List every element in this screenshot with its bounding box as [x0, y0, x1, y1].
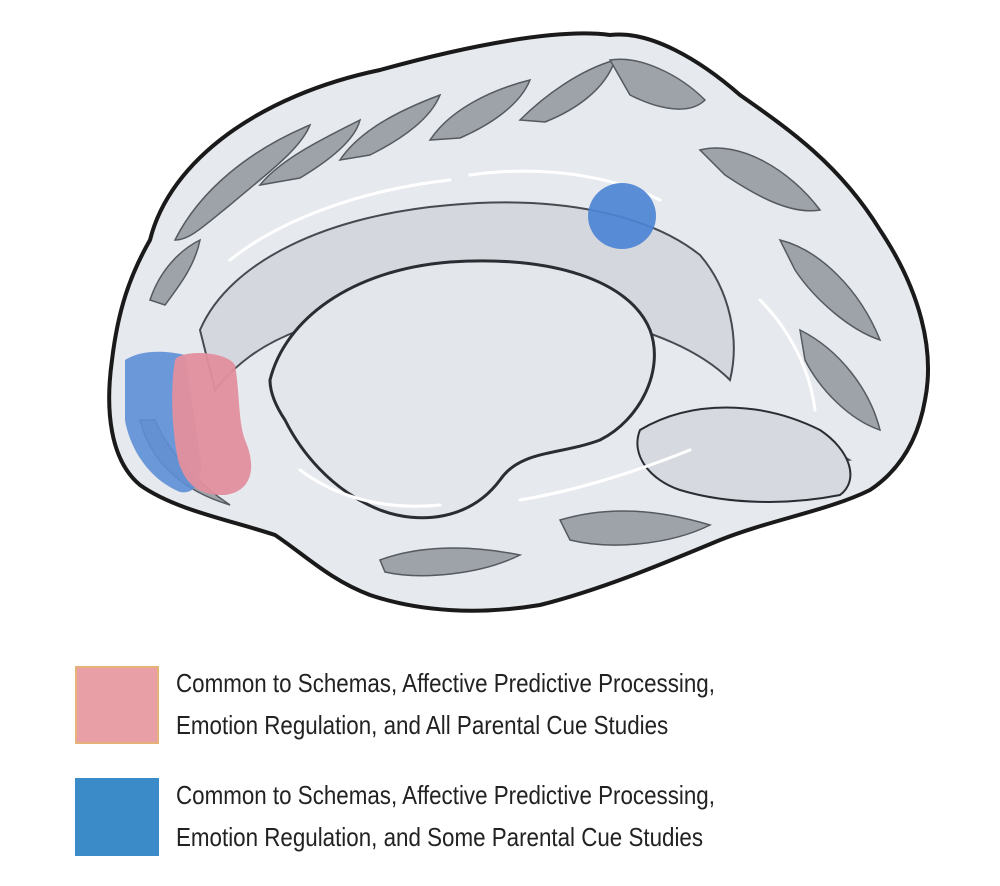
- region-some-parental-cue-posterior-cingulate: [588, 183, 656, 249]
- corpus-callosum: [268, 259, 656, 520]
- region-all-parental-cue-medial-pfc: [172, 353, 252, 496]
- highlights: [228, 169, 817, 508]
- legend-label: Common to Schemas, Affective Predictive …: [176, 774, 847, 858]
- legend-label: Common to Schemas, Affective Predictive …: [176, 662, 847, 746]
- legend-item-all-parental-cue: Common to Schemas, Affective Predictive …: [75, 662, 975, 746]
- legend-swatch-pink: [75, 666, 159, 744]
- legend-label-line1: Common to Schemas, Affective Predictive …: [176, 780, 715, 810]
- brainstem: [636, 406, 852, 503]
- legend: Common to Schemas, Affective Predictive …: [75, 662, 975, 886]
- legend-label-line2: Emotion Regulation, and All Parental Cue…: [176, 710, 669, 740]
- medial-brain-illustration: [107, 31, 930, 613]
- legend-label-line1: Common to Schemas, Affective Predictive …: [176, 668, 715, 698]
- legend-label-line2: Emotion Regulation, and Some Parental Cu…: [176, 822, 704, 852]
- legend-item-some-parental-cue: Common to Schemas, Affective Predictive …: [75, 774, 975, 858]
- legend-swatch-blue: [75, 778, 159, 856]
